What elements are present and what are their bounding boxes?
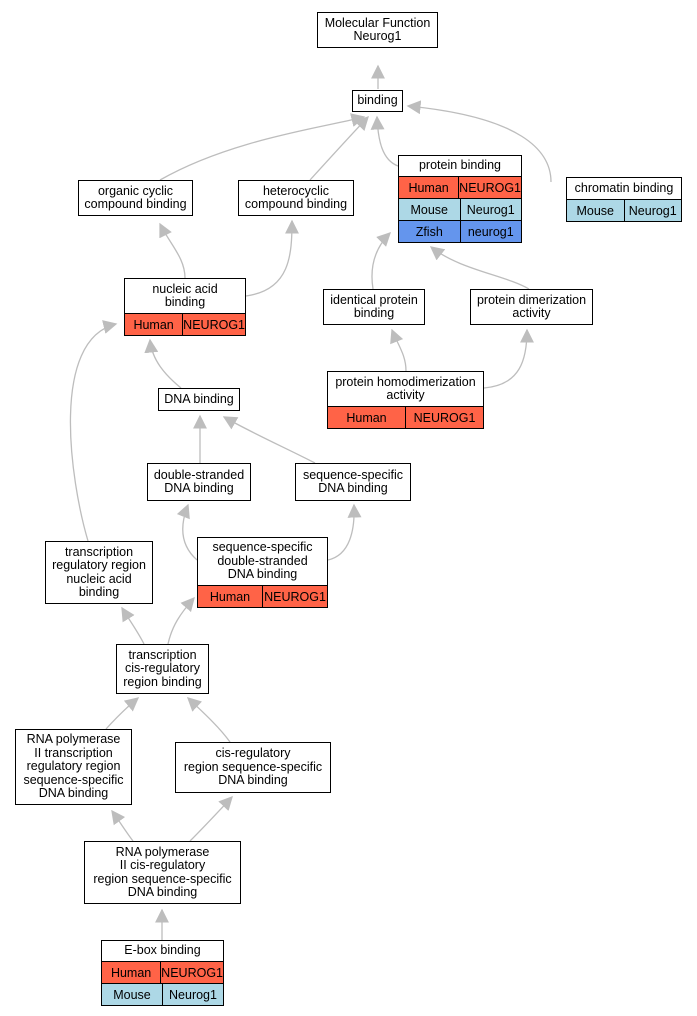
node-label: protein binding [418,158,501,173]
edge-trrnab-to-nab [69,320,118,542]
ortholog-gene[interactable]: NEUROG1 [182,314,245,335]
node-rna-polymerase-ii-cis-regulatory-region-binding[interactable]: RNA polymerase II cis-regulatory region … [84,841,241,904]
ortholog-species: Human [399,177,459,198]
ortholog-gene[interactable]: Neurog1 [623,200,681,221]
edge-ipb-to-pb [371,232,391,290]
node-label: identical protein binding [330,292,418,320]
edge-tcrrb-to-ssdsdb [167,596,195,645]
node-label: protein homodimerization activity [335,374,476,402]
ortholog-row-human: Human NEUROG1 [198,585,327,607]
ortholog-gene[interactable]: NEUROG1 [458,177,521,198]
ortholog-species: Human [125,314,183,335]
node-label: sequence-specific DNA binding [302,467,404,495]
node-chromatin-binding[interactable]: chromatin binding Mouse Neurog1 [566,177,682,222]
ortholog-gene[interactable]: NEUROG1 [160,962,223,983]
edge-dnab-to-nab [144,338,182,389]
edge-ssdsdb-to-dsdb [176,503,198,561]
node-label: Molecular Function Neurog1 [324,15,431,43]
ortholog-row-mouse: Mouse Neurog1 [567,199,681,221]
node-e-box-binding[interactable]: E-box binding Human NEUROG1 Mouse Neurog… [101,940,224,1006]
node-dna-binding[interactable]: DNA binding [158,388,240,411]
node-heterocyclic-compound-binding[interactable]: heterocyclic compound binding [238,180,354,216]
node-organic-cyclic-compound-binding[interactable]: organic cyclic compound binding [78,180,193,216]
node-molecular-function[interactable]: Molecular Function Neurog1 [317,12,438,48]
node-nucleic-acid-binding[interactable]: nucleic acid binding Human NEUROG1 [124,278,246,336]
node-label: heterocyclic compound binding [244,183,348,211]
ortholog-row-human: Human NEUROG1 [125,313,245,335]
ortholog-row-human: Human NEUROG1 [328,406,483,428]
edge-pb-to-binding [370,115,399,167]
node-cis-regulatory-region-sequence-specific-dna-binding[interactable]: cis-regulatory region sequence-specific … [175,742,331,793]
ortholog-row-mouse: Mouse Neurog1 [102,983,223,1005]
ortholog-gene[interactable]: Neurog1 [162,984,223,1005]
edge-cb-to-binding [406,100,552,183]
edge-nab-to-ocb [159,222,186,279]
ortholog-gene[interactable]: NEUROG1 [405,407,483,428]
node-protein-binding[interactable]: protein binding Human NEUROG1 Mouse Neur… [398,155,522,243]
edge-ssdb-to-dnab [222,416,316,464]
ortholog-gene[interactable]: NEUROG1 [262,586,327,607]
edge-pda-to-pb [429,246,530,290]
ortholog-row-human: Human NEUROG1 [102,961,223,983]
edge-ssdsdb-to-ssdb [327,503,362,561]
ortholog-species: Human [198,586,262,607]
ortholog-species: Human [102,962,161,983]
node-binding[interactable]: binding [352,90,403,112]
node-sequence-specific-double-stranded-dna-binding[interactable]: sequence-specific double-stranded DNA bi… [197,537,328,608]
edge-rnap2cr-to-crrssdb [189,795,233,842]
ortholog-species: Human [328,407,405,428]
edge-hcb-to-binding [309,115,369,181]
node-label: RNA polymerase II transcription regulato… [23,732,124,801]
ortholog-species: Mouse [567,200,624,221]
edge-ocb-to-binding [159,113,366,181]
node-label: double-stranded DNA binding [153,467,245,495]
node-identical-protein-binding[interactable]: identical protein binding [323,289,425,325]
node-label: sequence-specific double-stranded DNA bi… [212,540,313,582]
node-label: protein dimerization activity [476,292,587,320]
ortholog-gene[interactable]: neurog1 [459,221,521,242]
node-rna-polymerase-ii-transcription-regulatory-region-binding[interactable]: RNA polymerase II transcription regulato… [15,729,132,805]
ortholog-row-human: Human NEUROG1 [399,176,521,198]
edge-rnap2cr-to-rnap2tr [111,809,134,842]
node-label: DNA binding [164,391,234,406]
edge-phda-to-pda [483,328,534,389]
node-label: E-box binding [124,943,201,958]
ortholog-row-mouse: Mouse Neurog1 [399,198,521,220]
node-label: transcription regulatory region nucleic … [52,544,146,599]
ortholog-gene[interactable]: Neurog1 [459,199,521,220]
node-double-stranded-dna-binding[interactable]: double-stranded DNA binding [147,463,251,501]
node-label: RNA polymerase II cis-regulatory region … [93,844,232,899]
node-label: chromatin binding [574,180,674,195]
ortholog-row-zfish: Zfish neurog1 [399,220,521,242]
edge-crrssdb-to-tcrrb [186,697,231,743]
node-label: organic cyclic compound binding [84,183,187,211]
node-protein-homodimerization-activity[interactable]: protein homodimerization activity Human … [327,371,484,429]
node-label: binding [357,93,398,108]
node-label: transcription cis-regulatory region bind… [123,647,202,689]
ortholog-species: Mouse [399,199,460,220]
node-transcription-regulatory-region-nucleic-acid-binding[interactable]: transcription regulatory region nucleic … [45,541,153,604]
node-sequence-specific-dna-binding[interactable]: sequence-specific DNA binding [295,463,411,501]
node-protein-dimerization-activity[interactable]: protein dimerization activity [470,289,593,325]
ortholog-species: Mouse [102,984,162,1005]
node-label: cis-regulatory region sequence-specific … [183,746,323,788]
edge-rnap2tr-to-tcrrb [105,697,140,730]
ortholog-species: Zfish [399,221,460,242]
edge-phda-to-ipb [390,328,407,372]
edge-nab-to-hcb [245,219,299,297]
edge-tcrrb-to-trrnab [121,606,145,645]
node-transcription-cis-regulatory-region-binding[interactable]: transcription cis-regulatory region bind… [116,644,209,694]
node-label: nucleic acid binding [152,281,218,309]
